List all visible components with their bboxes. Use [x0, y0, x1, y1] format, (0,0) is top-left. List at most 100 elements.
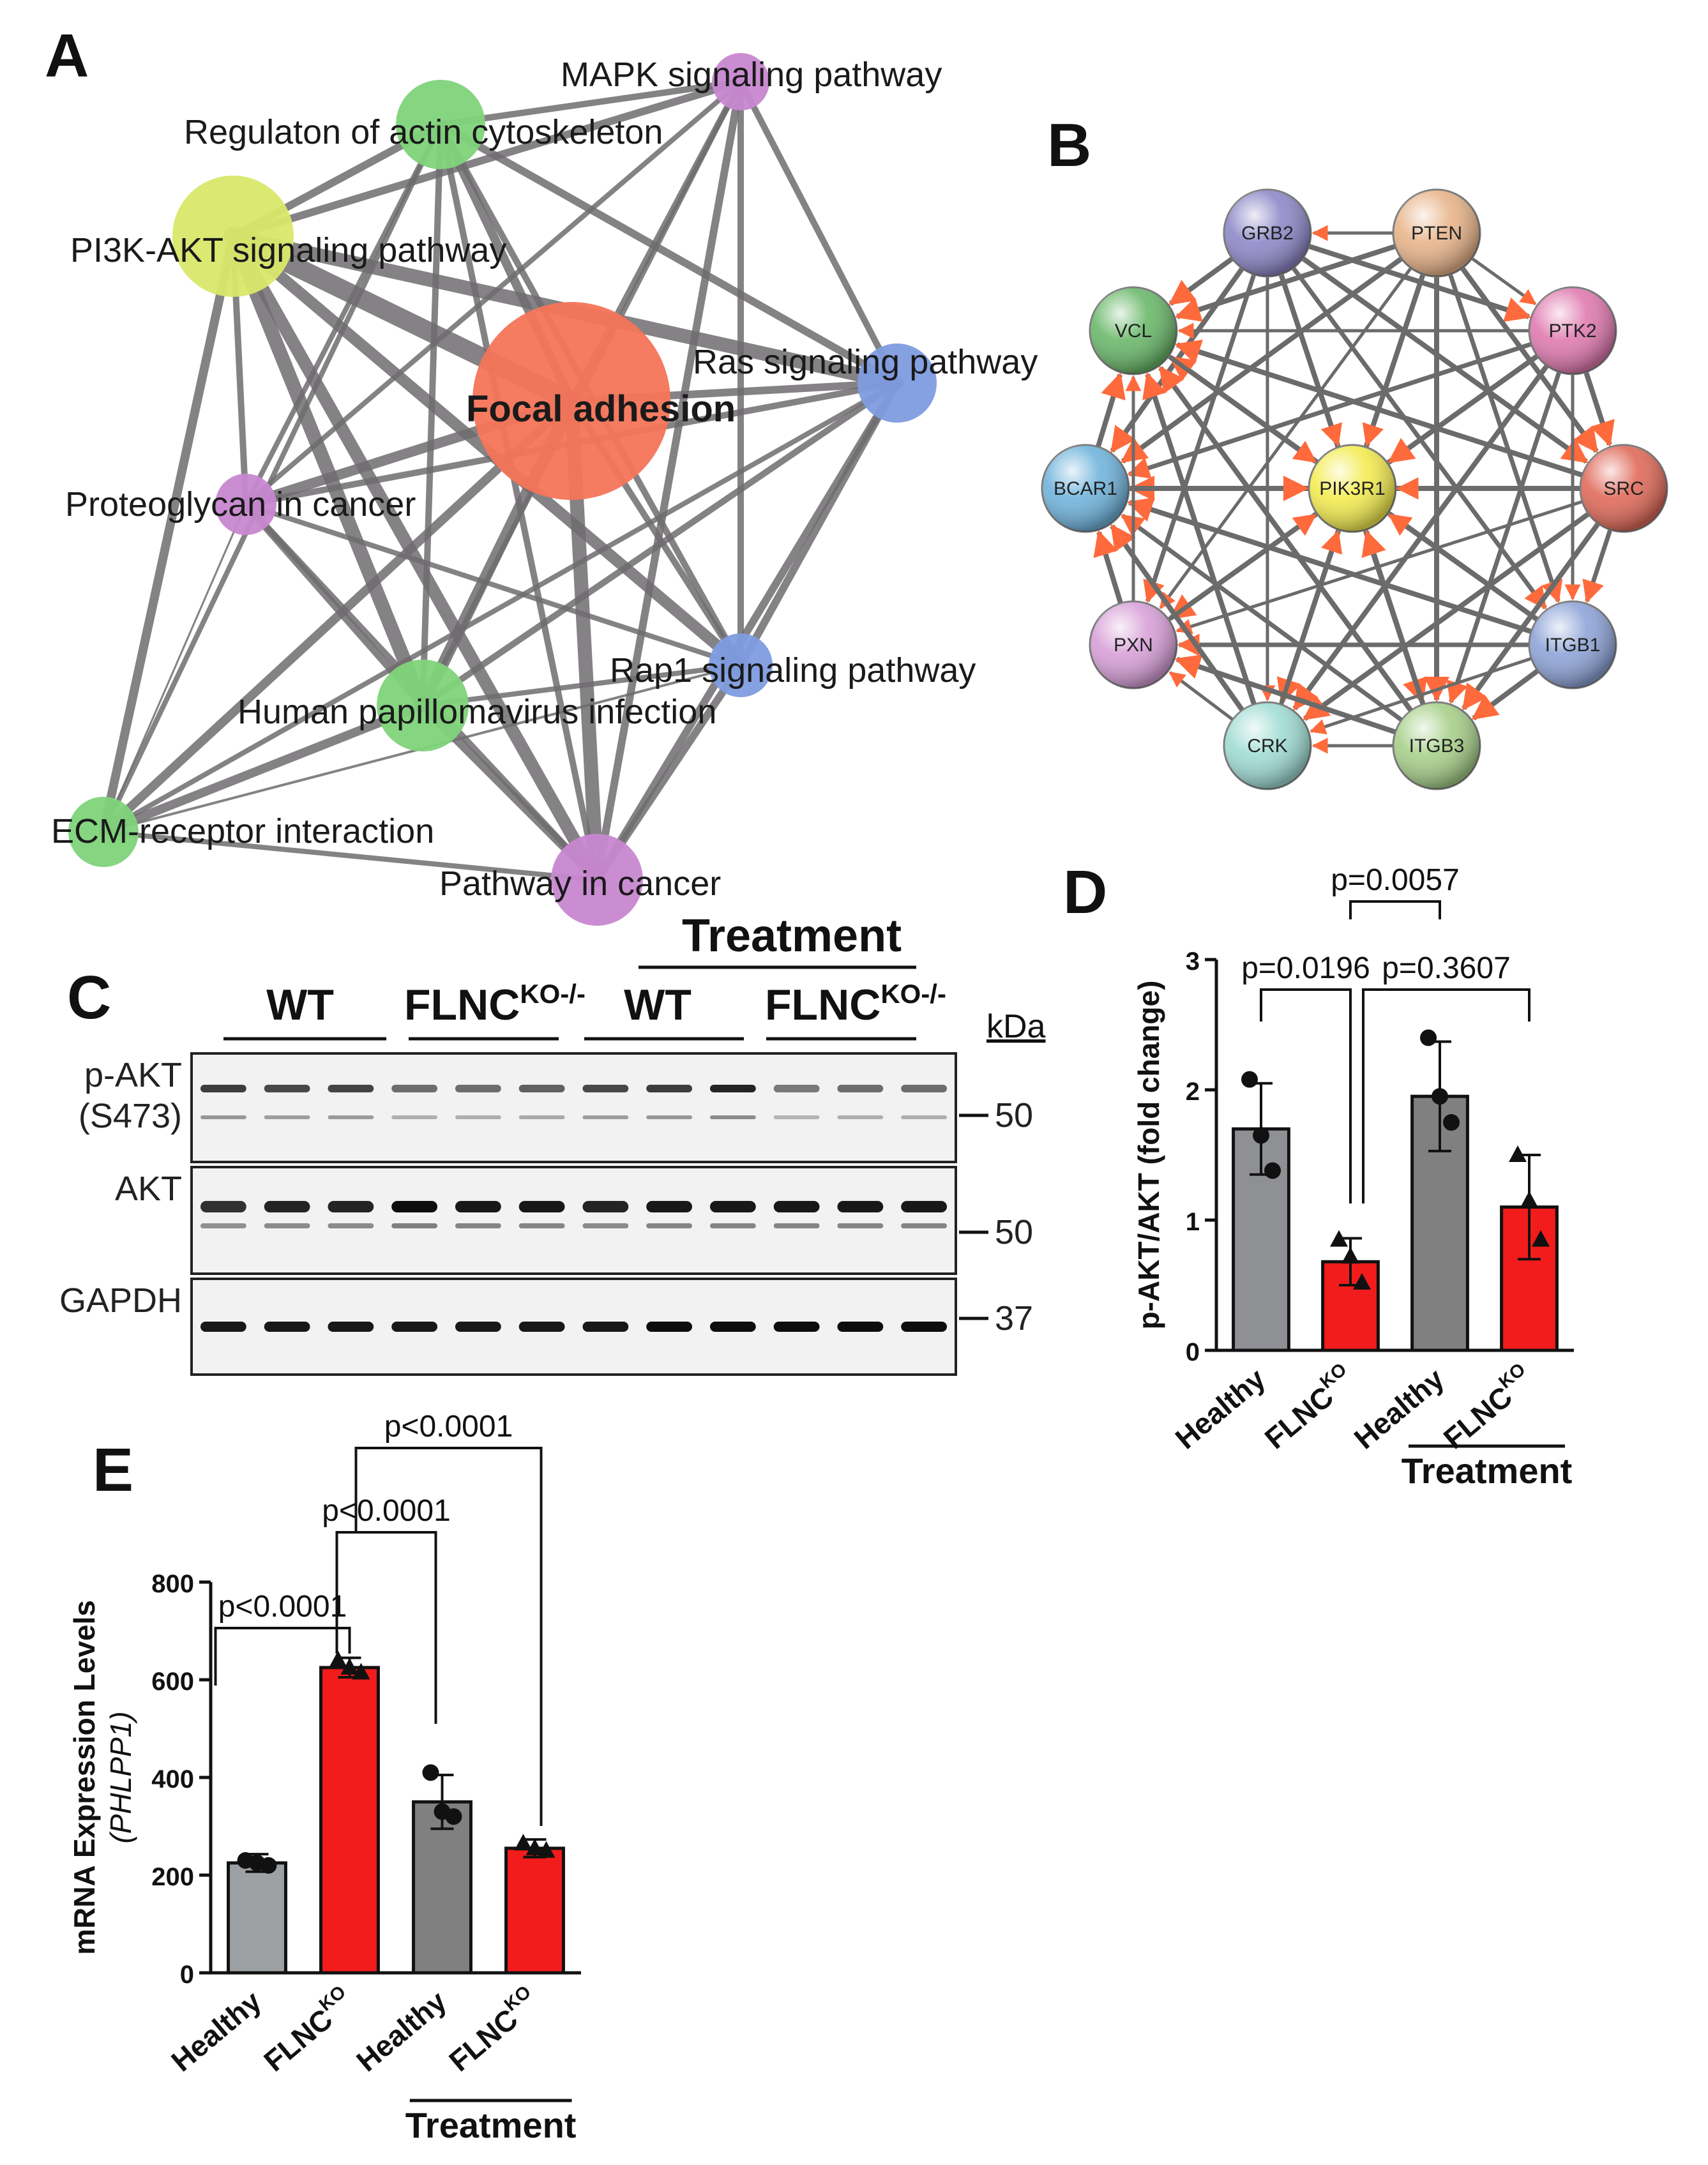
blot-band — [264, 1223, 310, 1228]
panel-d-label: D — [1063, 858, 1107, 926]
interaction-edge — [1361, 529, 1426, 705]
data-point — [1532, 1230, 1550, 1247]
network-edge — [101, 381, 900, 834]
blot-band — [391, 1085, 438, 1092]
blot-band — [646, 1223, 693, 1228]
blot-band — [901, 1115, 948, 1119]
blot-band — [518, 1322, 565, 1332]
pathway-label-cancer: Pathway in cancer — [439, 864, 721, 903]
blot-band — [773, 1322, 820, 1332]
pathway-node-actin — [396, 80, 485, 169]
significance-bracket — [335, 1531, 437, 1724]
pathway-label-proteo: Proteoglycan in cancer — [65, 485, 416, 524]
blot-band — [264, 1201, 310, 1212]
p-value-label: p<0.0001 — [218, 1590, 347, 1624]
protein-label-vcl: VCL — [1115, 321, 1152, 342]
p-value-label: p=0.0196 — [1241, 951, 1370, 985]
blot-band — [773, 1223, 820, 1228]
significance-bracket — [354, 1447, 543, 1826]
protein-node-shading — [1090, 601, 1177, 688]
blot-band — [837, 1115, 884, 1119]
p-value-label: p=0.3607 — [1382, 951, 1511, 985]
y-tick-label: 200 — [151, 1863, 194, 1891]
y-axis-title: p-AKT/AKT (fold change) — [1132, 981, 1165, 1330]
data-point — [1330, 1230, 1348, 1247]
blot-band — [200, 1085, 246, 1092]
protein-label-itgb3: ITGB3 — [1409, 735, 1465, 757]
blot-band — [837, 1223, 884, 1228]
blot-band — [200, 1115, 246, 1119]
blot-band — [391, 1223, 438, 1228]
protein-node-shading — [1393, 702, 1480, 789]
blot-row-label: GAPDH — [59, 1281, 182, 1320]
blot-row-label: AKT — [115, 1170, 182, 1208]
pathway-label-ecm: ECM-receptor interaction — [51, 812, 434, 850]
blot-band — [518, 1085, 565, 1092]
network-edge — [226, 229, 430, 713]
protein-label-pxn: PXN — [1114, 635, 1153, 656]
blot-band — [837, 1322, 884, 1332]
data-point — [537, 1841, 555, 1858]
blot-strip — [190, 1052, 957, 1163]
blot-band — [328, 1201, 374, 1212]
data-point — [1253, 1127, 1269, 1144]
protein-node-shading — [1042, 445, 1129, 532]
blot-band — [391, 1115, 438, 1119]
blot-band — [646, 1085, 693, 1092]
data-point — [340, 1657, 359, 1675]
blot-band — [773, 1115, 820, 1119]
blot-band — [582, 1115, 629, 1119]
pathway-node-ras — [858, 343, 937, 423]
significance-bracket — [1349, 900, 1441, 919]
blot-strip — [190, 1166, 957, 1275]
pathway-node-mapk — [712, 53, 769, 110]
network-edge — [102, 503, 247, 833]
network-edge — [229, 78, 744, 240]
blot-band — [837, 1085, 884, 1092]
bar — [504, 1846, 565, 1975]
interaction-edge — [1362, 273, 1426, 447]
blot-band — [646, 1115, 693, 1119]
network-edge — [419, 121, 444, 709]
data-point — [514, 1834, 533, 1851]
interaction-edge — [1583, 371, 1615, 448]
network-edge — [99, 232, 238, 836]
pathway-node-rap1 — [709, 633, 773, 697]
network-edge — [99, 396, 576, 836]
pathway-label-ras: Ras signaling pathway — [693, 343, 1038, 381]
pathway-node-cancer — [551, 834, 643, 926]
interaction-edge — [1158, 365, 1414, 713]
y-tick-label: 800 — [151, 1570, 194, 1598]
interaction-edge — [1167, 354, 1317, 464]
data-point — [352, 1663, 370, 1680]
y-axis-gene-name: (PHLPP1) — [104, 1711, 137, 1843]
blot-band — [264, 1322, 310, 1332]
blot-band — [709, 1115, 756, 1119]
protein-label-src: SRC — [1603, 478, 1644, 499]
blot-group-label: WT — [624, 981, 692, 1029]
p-value-label: p<0.0001 — [322, 1494, 451, 1528]
interaction-edge — [1168, 671, 1234, 721]
data-point — [1443, 1114, 1460, 1131]
p-value-label: p<0.0001 — [384, 1410, 513, 1444]
data-point — [1432, 1088, 1448, 1105]
protein-node-shading — [1529, 287, 1616, 374]
kda-label: kDa — [986, 1008, 1046, 1045]
network-edge — [101, 122, 443, 834]
blot-band — [518, 1223, 565, 1228]
y-tick-label: 400 — [151, 1765, 194, 1793]
blot-band — [709, 1201, 756, 1212]
blot-band — [582, 1322, 629, 1332]
y-axis-title: mRNA Expression Levels — [68, 1600, 101, 1955]
pathway-node-hpv — [377, 660, 469, 751]
protein-node-shading — [1580, 445, 1667, 532]
interaction-edge — [1174, 244, 1396, 322]
protein-node-shading — [1309, 445, 1396, 532]
data-point — [260, 1857, 277, 1874]
network-edge — [737, 79, 900, 386]
protein-node-shading — [1224, 702, 1311, 789]
blot-band — [582, 1223, 629, 1228]
